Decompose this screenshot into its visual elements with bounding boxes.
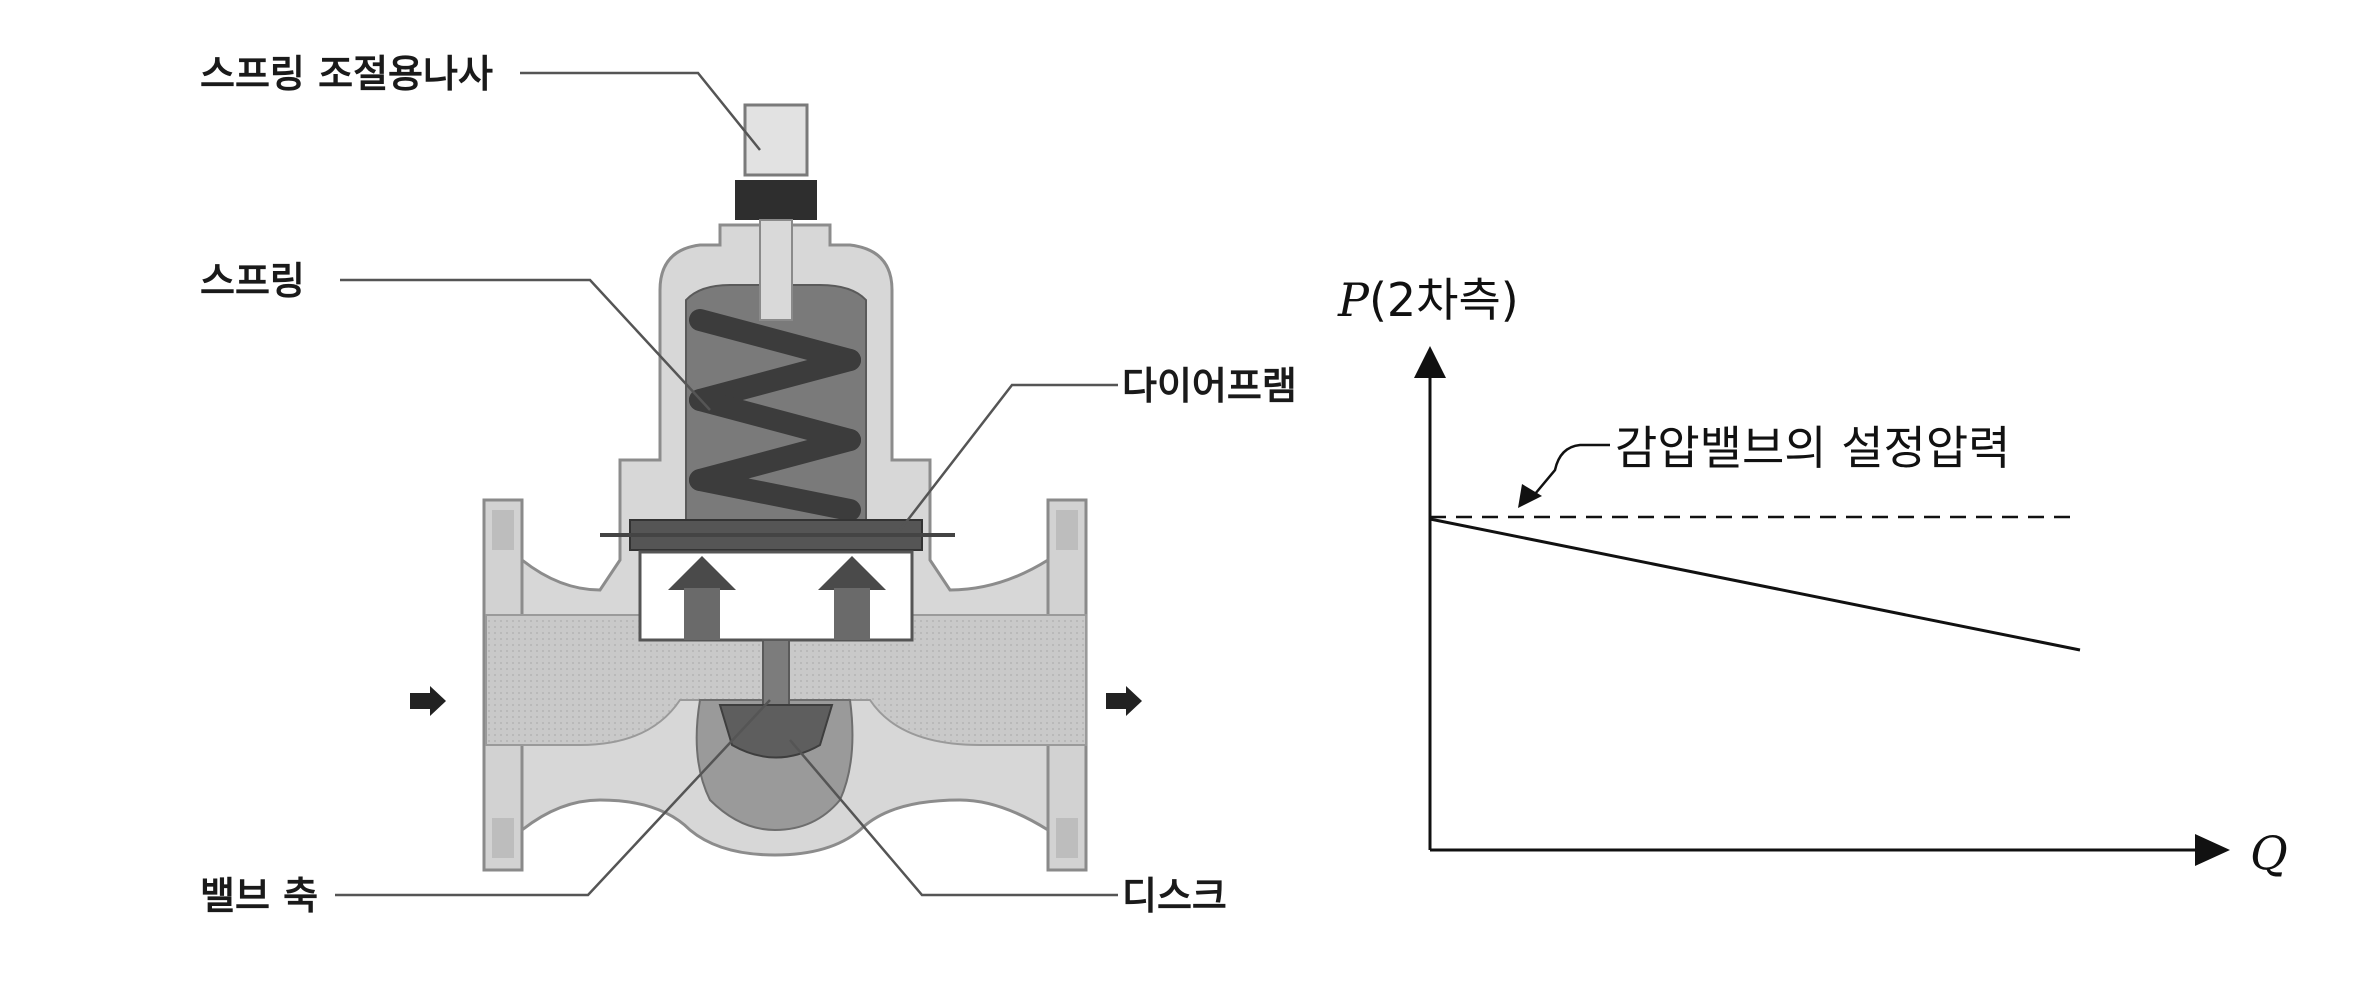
label-diaphragm: 다이어프램 [1122, 364, 1297, 408]
setpoint-arrowhead [1518, 484, 1542, 508]
leader-adjust-screw [520, 71, 761, 151]
label-disc: 디스크 [1122, 874, 1227, 918]
y-axis-arrowhead [1414, 346, 1446, 378]
leader-disc [789, 739, 1118, 897]
inlet-arrow [410, 686, 446, 716]
y-axis-label: P(2차측) [1338, 277, 1519, 323]
setpoint-label: 감압밸브의 설정압력 [1615, 421, 2011, 475]
label-adjust-screw: 스프링 조절용나사 [200, 52, 493, 96]
label-valve-stem: 밸브 축 [200, 874, 319, 918]
pressure-arrow-right [818, 556, 886, 640]
adjusting-screw [735, 103, 817, 321]
x-axis-arrowhead [2195, 834, 2230, 866]
spring-coils [689, 309, 861, 521]
outlet-pressure-line [1429, 517, 2081, 652]
label-spring: 스프링 [200, 259, 305, 303]
pressure-arrow-left [668, 556, 736, 640]
leader-diaphragm [899, 383, 1118, 531]
setpoint-leader [1529, 443, 1610, 501]
valve-disc [718, 704, 834, 759]
y-axis-symbol: P [1338, 273, 1369, 327]
leader-valve-stem [335, 699, 771, 897]
leader-spring [340, 278, 711, 411]
y-axis-note: (2차측) [1368, 273, 1519, 327]
x-axis-label: Q [2250, 826, 2288, 880]
outlet-arrow [1106, 686, 1142, 716]
